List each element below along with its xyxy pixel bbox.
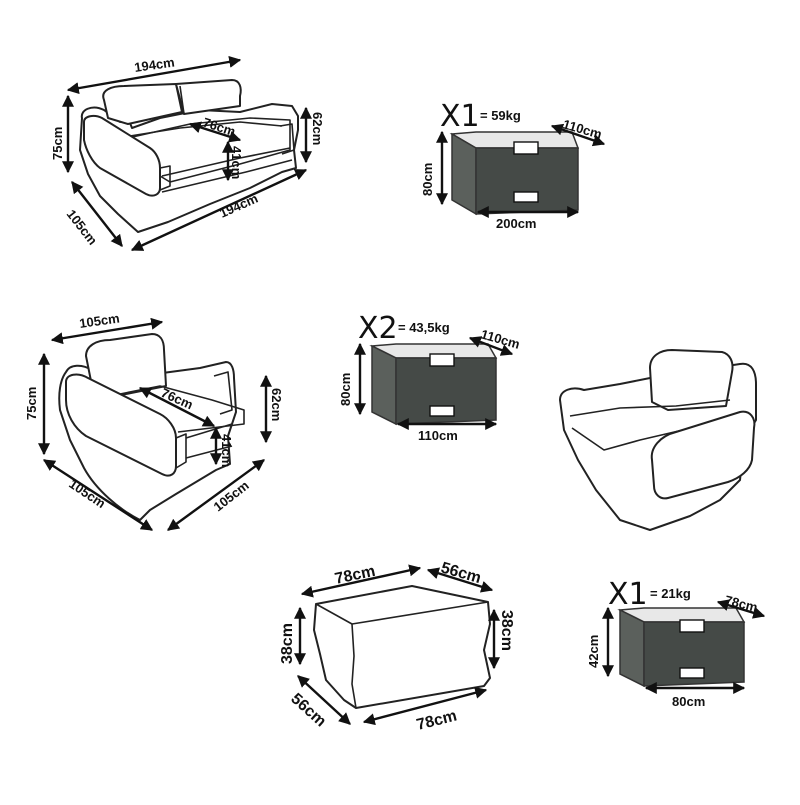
armchair-width-top-label: 105cm: [78, 310, 120, 330]
armchair-back-height-label: 62cm: [269, 388, 284, 421]
table-dimension-arrows: [294, 564, 500, 726]
sofa-box-height-label: 80cm: [420, 163, 435, 196]
table-depth-bottom-label: 56cm: [287, 690, 329, 730]
armchair-height-label: 75cm: [24, 387, 39, 420]
armchair-dimension-arrows: [38, 317, 272, 532]
table-height-right-label: 38cm: [498, 610, 515, 651]
table-width-bottom-label: 78cm: [415, 707, 459, 733]
sofa-box-width-label: 200cm: [496, 216, 536, 231]
sofa-box-weight: = 59kg: [480, 108, 521, 123]
armchair-box-weight: = 43,5kg: [398, 320, 450, 335]
armchair-alternate-view-drawing: [559, 349, 757, 531]
table-depth-top-label: 56cm: [439, 560, 483, 588]
sofa-back-height-label: 62cm: [310, 112, 325, 145]
armchair-box-qty: X2: [358, 311, 398, 346]
sofa-drawing: [79, 79, 299, 233]
sofa-width-top-label: 194cm: [133, 54, 175, 74]
sofa-box-labels: X1 = 59kg 110cm 80cm 200cm: [420, 99, 604, 231]
armchair-box: [369, 343, 498, 426]
table-box: [617, 607, 746, 688]
box-handle-icon: [513, 141, 539, 155]
armchair-box-height-label: 80cm: [338, 373, 353, 406]
box-handle-icon: [679, 667, 705, 679]
armchair-box-labels: X2 = 43,5kg 110cm 80cm 110cm: [338, 311, 522, 443]
armchair-box-arrows: [354, 336, 514, 430]
table-height-left-label: 38cm: [279, 623, 296, 664]
sofa-height-label: 75cm: [50, 127, 65, 160]
sofa-box-arrows: [436, 123, 606, 218]
sofa-box: [449, 131, 580, 216]
box-handle-icon: [429, 353, 455, 367]
box-handle-icon: [429, 405, 455, 417]
table-box-height-label: 42cm: [586, 635, 601, 668]
table-width-top-label: 78cm: [333, 563, 377, 588]
table-box-width-label: 80cm: [672, 694, 705, 709]
box-handle-icon: [513, 191, 539, 203]
armchair-box-width-label: 110cm: [418, 428, 458, 443]
box-handle-icon: [679, 619, 705, 633]
table-drawing: [313, 585, 491, 709]
sofa-seat-height-label: 41cm: [229, 146, 244, 179]
sofa-box-qty: X1: [440, 99, 480, 134]
table-box-weight: = 21kg: [650, 586, 691, 601]
sofa-dimension-arrows: [62, 55, 312, 252]
armchair-seat-height-label: 41cm: [219, 434, 234, 467]
table-box-arrows: [602, 599, 766, 694]
table-box-qty: X1: [608, 577, 648, 612]
